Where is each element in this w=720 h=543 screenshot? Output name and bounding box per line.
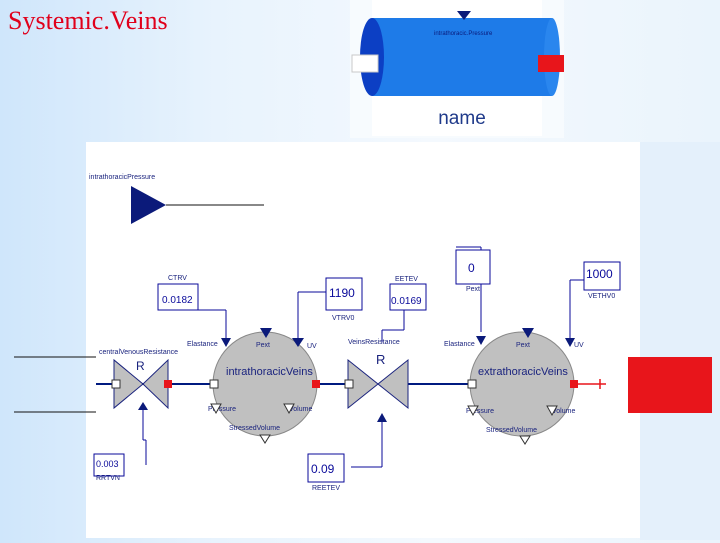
param-pext-block[interactable]	[455, 249, 491, 285]
mid-resistor-symbol: R	[376, 352, 385, 367]
component-icon-panel: intrathoracic.Pressure name	[350, 0, 564, 138]
param-vethv0-value: 1000	[586, 267, 613, 281]
intra-elastance-port[interactable]	[221, 338, 231, 347]
param-reetev-label: REETEV	[312, 485, 340, 492]
intra-uv-label: UV	[307, 343, 317, 350]
icon-outflow-port	[538, 55, 564, 72]
param-ctrv-block[interactable]	[157, 283, 199, 311]
intrathoracic-veins-name: intrathoracicVeins	[226, 366, 313, 378]
top-pressure-label: intrathoracicPressure	[89, 174, 155, 181]
intra-volume-port[interactable]	[283, 403, 295, 415]
icon-pressure-port	[457, 11, 471, 20]
right-background-strip	[640, 142, 720, 540]
left-resistor-inlet[interactable]	[111, 379, 121, 389]
extra-outlet-port[interactable]	[570, 380, 578, 388]
param-rrtvn-label: RRTVN	[96, 475, 120, 482]
mid-resistor-input-port[interactable]	[377, 413, 387, 422]
extra-inlet-port[interactable]	[467, 379, 477, 389]
param-rrtvn-block[interactable]	[93, 453, 125, 477]
extra-uv-label: UV	[574, 342, 584, 349]
extra-stressed-volume-port[interactable]	[519, 435, 531, 445]
intra-pressure-label: Pressure	[208, 406, 236, 413]
param-vtrv0-label: VTRV0	[332, 315, 355, 322]
intra-pressure-port[interactable]	[210, 403, 222, 415]
intra-inlet-port[interactable]	[209, 379, 219, 389]
left-resistor-input-port[interactable]	[138, 402, 148, 410]
page-title: Systemic.Veins	[8, 6, 168, 35]
param-eetev-value: 0.0169	[391, 296, 422, 307]
intra-outlet-port[interactable]	[312, 380, 320, 388]
param-eetev-block[interactable]	[389, 283, 427, 311]
extra-volume-port[interactable]	[546, 405, 558, 417]
extra-uv-port[interactable]	[565, 338, 575, 347]
param-reetev-block[interactable]	[307, 453, 345, 483]
icon-inflow-port	[351, 54, 379, 73]
icon-pressure-label: intrathoracic.Pressure	[434, 31, 493, 37]
param-vethv0-block[interactable]	[583, 261, 621, 291]
left-resistor-outlet[interactable]	[164, 380, 172, 388]
extra-pext-port[interactable]	[522, 328, 534, 338]
intra-stressed-volume-label: StressedVolume	[229, 425, 280, 432]
intra-stressed-volume-port[interactable]	[259, 434, 271, 444]
extra-stressed-volume-label: StressedVolume	[486, 427, 537, 434]
param-ctrv-label: CTRV	[168, 275, 187, 282]
extra-elastance-port[interactable]	[476, 336, 486, 345]
cylinder-body	[372, 18, 552, 96]
intra-uv-port[interactable]	[292, 338, 304, 347]
param-reetev-value: 0.09	[311, 462, 335, 476]
param-vtrv0-value: 1190	[329, 286, 355, 300]
mid-resistor-label: VeinsResistance	[348, 339, 400, 346]
param-pext-label: Pext	[466, 286, 480, 293]
pressure-input-triangle[interactable]	[131, 186, 166, 224]
mid-resistor-body[interactable]	[377, 358, 409, 410]
intra-pext-label: Pext	[256, 342, 270, 349]
intra-volume-label: Volume	[289, 406, 312, 413]
vein-cylinder-icon: intrathoracic.Pressure	[351, 11, 564, 96]
param-eetev-label: EETEV	[395, 276, 418, 283]
extra-pressure-port[interactable]	[467, 405, 479, 417]
mid-resistor-inlet[interactable]	[344, 379, 354, 389]
model-diagram: intrathoracicPressure CTRV 0.	[86, 142, 640, 538]
intra-pext-port[interactable]	[260, 328, 272, 338]
extra-pext-label: Pext	[516, 342, 530, 349]
diagram-canvas: intrathoracicPressure CTRV 0.	[89, 174, 621, 492]
extrathoracic-veins-name: extrathoracicVeins	[478, 366, 568, 378]
left-resistor-symbol: R	[136, 359, 145, 373]
left-resistor-label: centralVenousResistance	[99, 349, 178, 356]
intra-elastance-label: Elastance	[187, 341, 218, 348]
icon-name-label: name	[438, 108, 486, 129]
param-pext-value: 0	[468, 261, 475, 275]
param-rrtvn-value: 0.003	[96, 459, 119, 469]
extra-elastance-label: Elastance	[444, 341, 475, 348]
param-vtrv0-block[interactable]	[325, 277, 363, 311]
param-ctrv-value: 0.0182	[162, 295, 193, 306]
extra-pressure-label: Pressure	[466, 408, 494, 415]
param-vethv0-label: VETHV0	[588, 293, 615, 300]
extra-volume-label: Volume	[552, 408, 575, 415]
